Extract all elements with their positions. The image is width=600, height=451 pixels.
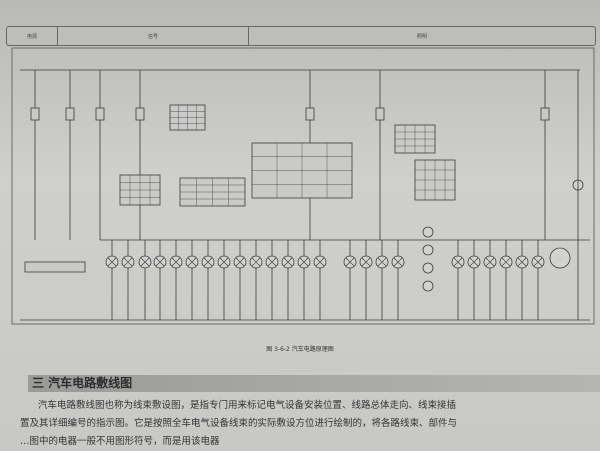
lamp-cross (171, 257, 181, 267)
lamp-cross (485, 257, 495, 267)
fuse (135, 107, 145, 121)
lamp-cross (123, 257, 133, 267)
band-col-1: 电源 (7, 27, 58, 45)
band-col-2: 信号 (58, 27, 249, 45)
lamp-cross (501, 257, 511, 267)
lamp-cross (315, 257, 325, 267)
circuit-diagram (11, 47, 595, 325)
fuse (95, 107, 105, 121)
fuse (375, 107, 385, 121)
fuse (30, 107, 40, 121)
lamp-cross (453, 257, 463, 267)
paragraph-line: 汽车电路敷线图也称为线束敷设图，是指专门用来标记电气设备安装位置、线路总体走向、… (38, 400, 457, 411)
lamp-cross (251, 257, 261, 267)
diagram-frame (11, 47, 595, 325)
lamp-cross (377, 257, 387, 267)
lamp-cross (533, 257, 543, 267)
paragraph-line: …图中的电器一般不用图形符号，而是用该电器 (20, 436, 220, 447)
lamp-icon (422, 226, 434, 238)
fuse (540, 107, 550, 121)
lamp-cross (140, 257, 150, 267)
lamp-cross (155, 257, 165, 267)
lamp-cross (107, 257, 117, 267)
lamp-cross (361, 257, 371, 267)
lamp-cross (283, 257, 293, 267)
lamp-cross (235, 257, 245, 267)
band-col-3: 照明 (416, 33, 427, 40)
lamp-cross (469, 257, 479, 267)
figure-caption: 图 3-6-2 汽车电路原理图 (266, 346, 334, 353)
section-paragraph: 汽车电路敷线图也称为线束敷设图，是指专门用来标记电气设备安装位置、线路总体走向、… (20, 397, 600, 451)
section-heading: 三 汽车电路敷线图 (28, 375, 600, 392)
lamp-cross (393, 257, 403, 267)
horn-icon (549, 247, 571, 269)
lamp-cross (267, 257, 277, 267)
lamp-cross (187, 257, 197, 267)
fuse (65, 107, 75, 121)
lamp-cross (345, 257, 355, 267)
lamp-cross (219, 257, 229, 267)
lamp-icon (422, 244, 434, 256)
relay-block (24, 261, 86, 273)
lamp-icon (422, 280, 434, 292)
lamp-cross (203, 257, 213, 267)
diagram-header-band: 电源 信号 照明 (6, 26, 596, 46)
lamp-icon (422, 262, 434, 274)
lamp-cross (517, 257, 527, 267)
lamp-cross (299, 257, 309, 267)
paragraph-line: 置及其详细编号的指示图。它是按照全车电气设备线束的实际敷设方位进行绘制的，将各路… (20, 418, 458, 429)
fuse (305, 107, 315, 121)
